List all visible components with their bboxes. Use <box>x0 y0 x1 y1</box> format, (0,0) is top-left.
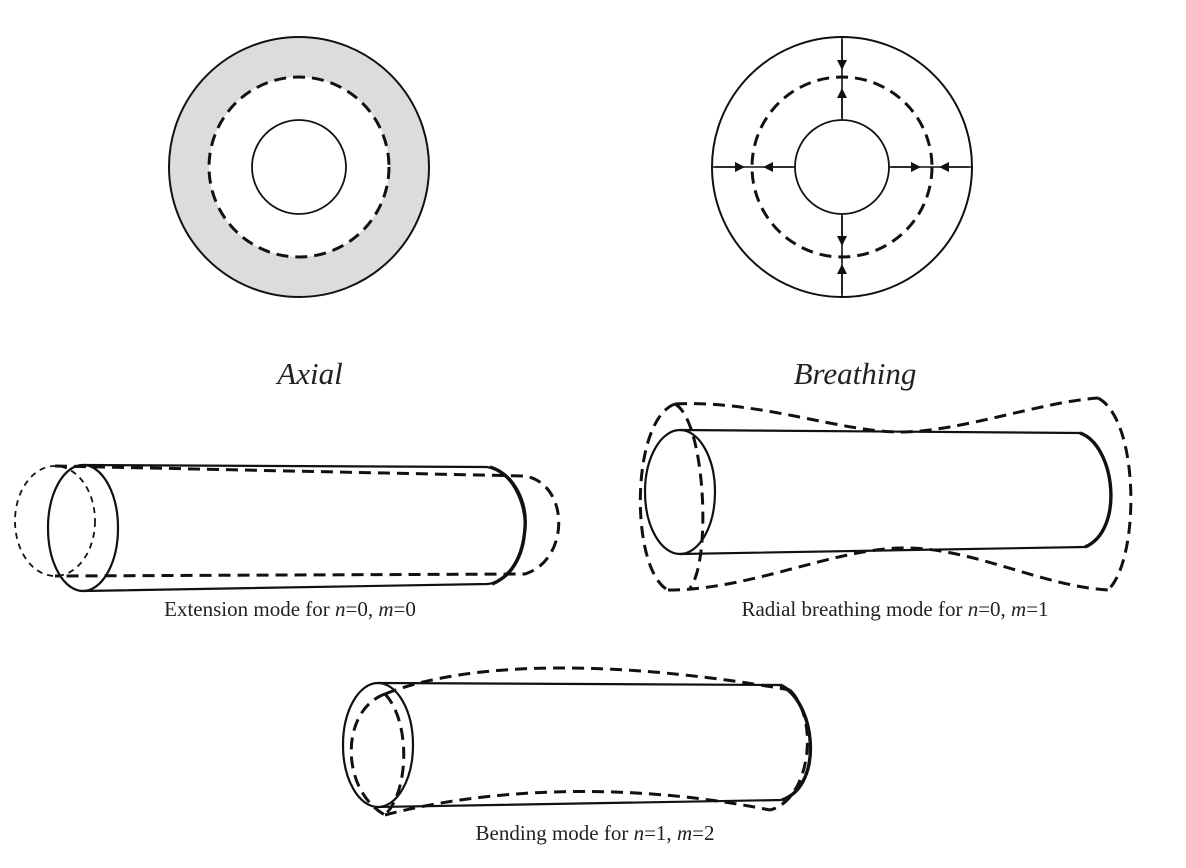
radial-solid-body <box>679 428 1086 556</box>
bending-caption: Bending mode for n=1, m=2 <box>476 821 715 845</box>
bending-dashed-right-end <box>769 688 809 812</box>
bending-solid-body <box>377 681 783 809</box>
extension-dashed-left-end <box>14 465 96 577</box>
bending-solid-right-edge <box>779 683 812 802</box>
radial-caption: Radial breathing mode for n=0, m=1 <box>741 597 1048 621</box>
radial-breathing-cylinder <box>638 396 1133 592</box>
radial-dashed-right-end <box>1097 396 1133 592</box>
radial-solid-right-edge <box>1079 431 1113 549</box>
extension-mode-cylinder <box>14 463 561 593</box>
breathing-cross-section <box>711 36 973 298</box>
breathing-label: Breathing <box>794 356 917 391</box>
axial-label: Axial <box>275 356 342 391</box>
extension-solid-body <box>82 463 527 593</box>
extension-dashed-body <box>54 464 561 578</box>
extension-solid-right-edge <box>489 465 527 586</box>
radial-dashed-bottom <box>667 546 1109 592</box>
radial-dashed-left-end <box>638 402 676 592</box>
bending-solid-left-end <box>341 681 415 809</box>
axial-inner-hole <box>251 119 347 215</box>
radial-solid-left-end <box>643 428 717 556</box>
extension-caption: Extension mode for n=0, m=0 <box>164 597 416 621</box>
bending-dashed-left-end <box>349 692 386 817</box>
radial-dashed-left-inner <box>674 402 705 589</box>
bending-dashed-left-inner <box>383 692 406 817</box>
axial-cross-section <box>168 36 430 298</box>
bending-mode-cylinder <box>341 666 812 817</box>
extension-solid-left-end <box>46 463 120 593</box>
radial-dashed-top <box>674 396 1099 434</box>
bending-dashed-top <box>384 666 791 696</box>
